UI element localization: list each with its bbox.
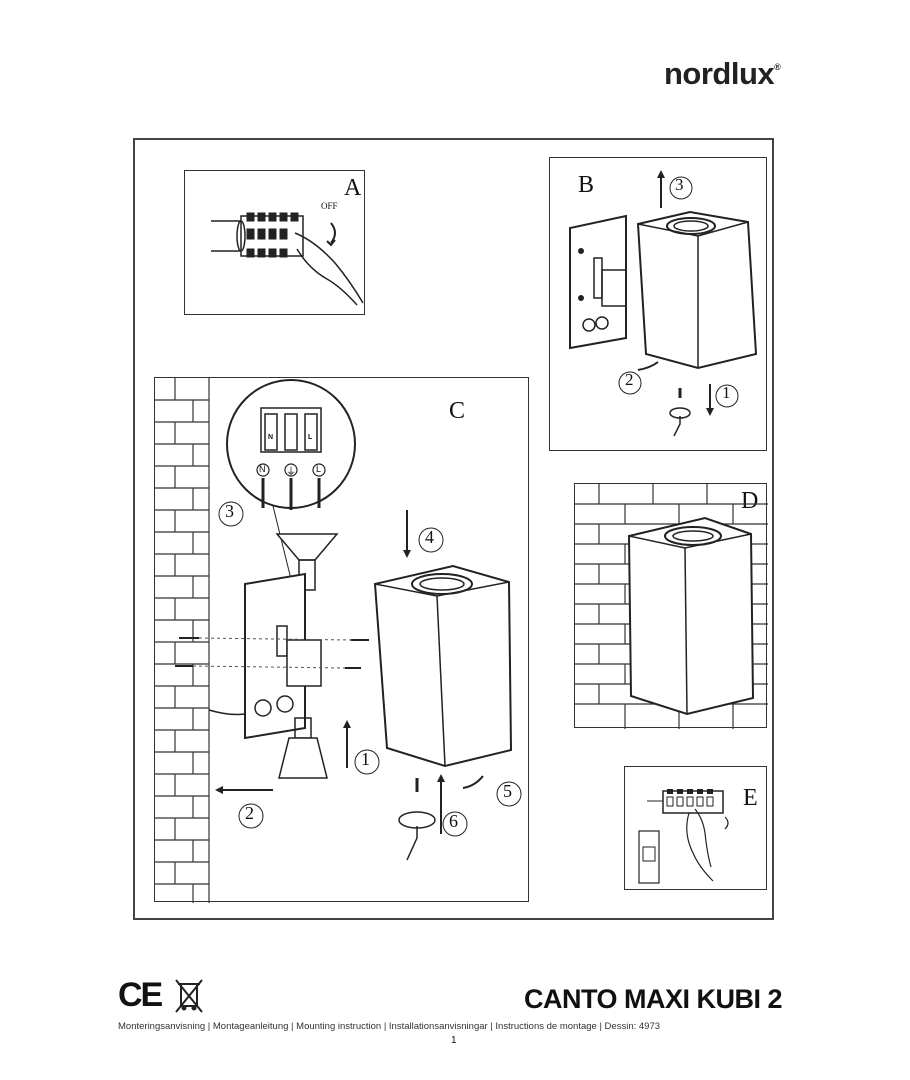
ce-mark: CE: [118, 976, 163, 1014]
panel-c: C: [154, 377, 529, 903]
panel-c-step-4: 4: [425, 527, 434, 547]
panel-d-label: D: [741, 488, 759, 514]
registered-mark: ®: [774, 62, 781, 72]
panel-e-label: E: [743, 785, 758, 811]
instruction-frame: [133, 138, 774, 920]
off-label: OFF: [321, 201, 338, 211]
panel-a: A OFF: [184, 170, 365, 315]
page-number: 1: [451, 1035, 457, 1046]
panel-c-step-3: 3: [225, 501, 234, 521]
product-title: CANTO MAXI KUBI 2: [523, 984, 783, 1014]
panel-c-step-2: 2: [245, 803, 254, 823]
panel-c-step-6: 6: [449, 811, 458, 831]
panel-b-illustration: [569, 170, 758, 437]
panel-b-step-2: 2: [625, 370, 634, 389]
terminal-n-label: N: [259, 464, 266, 474]
languages-line: Monteringsanvisning | Montageanleitung |…: [118, 1021, 661, 1032]
panel-d-illustration: [575, 484, 768, 729]
wire-n-label: N: [268, 434, 274, 441]
terminal-l-label: L: [316, 464, 322, 474]
panel-b-step-1: 1: [722, 383, 731, 402]
switch-off-illustration: [211, 212, 364, 306]
brand-logo: nordlux®: [664, 56, 781, 92]
panel-c-illustration: [155, 378, 522, 903]
logo-text: nordlux: [664, 56, 775, 91]
switch-on-illustration: [638, 789, 729, 884]
panel-b-step-3: 3: [675, 175, 684, 194]
panel-c-label: C: [449, 398, 466, 424]
panel-e: E: [624, 766, 767, 890]
terminal-earth-label: ⏚: [286, 467, 296, 478]
wire-l-label: L: [308, 434, 313, 441]
crossed-out-bin-icon: [175, 979, 203, 1013]
panel-b-label: B: [578, 172, 595, 198]
panel-c-step-1: 1: [361, 749, 370, 769]
panel-a-label: A: [344, 175, 362, 201]
panel-d: D: [574, 483, 768, 729]
panel-b: B 3 2 1: [549, 157, 767, 451]
panel-c-step-5: 5: [503, 781, 512, 801]
